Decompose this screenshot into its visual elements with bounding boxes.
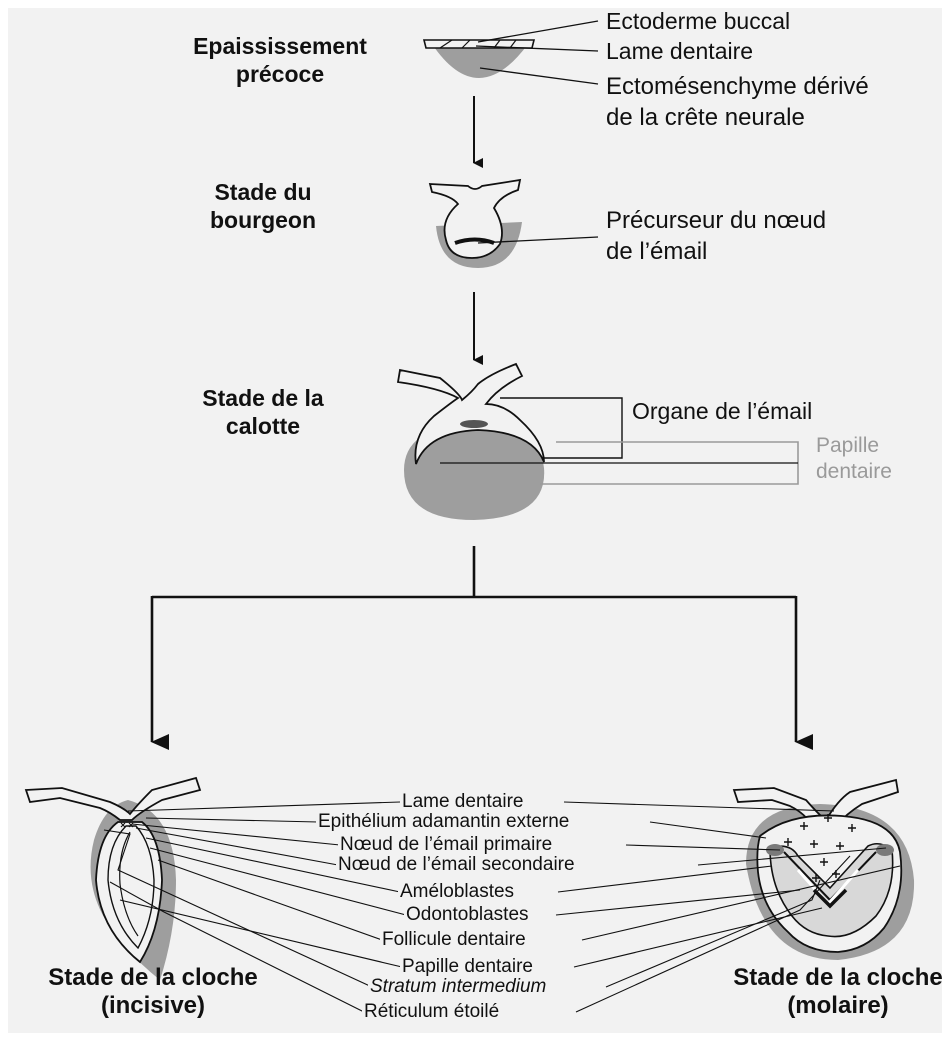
stage-title-bell-molar: Stade de la cloche(molaire)	[733, 964, 943, 1019]
stage-title-bell-incisor: Stade de la cloche(incisive)	[48, 964, 258, 1019]
label-bell-outer-enamel-epithelium: Epithélium adamantin externe	[316, 811, 572, 833]
label-bell-secondary-enamel-knot: Nœud de l’émail secondaire	[336, 854, 577, 876]
label-bell-ameloblasts: Améloblastes	[398, 881, 517, 903]
bell-incisor-drawing	[24, 776, 202, 980]
molar-leader-lines	[555, 801, 901, 1013]
label-bell-dental-lamina: Lame dentaire	[400, 791, 526, 813]
bell-molar-drawing	[732, 778, 915, 960]
bud-stage-drawing	[428, 178, 599, 268]
label-bell-primary-enamel-knot: Nœud de l’émail primaire	[338, 834, 555, 856]
incisor-leader-lines	[103, 801, 407, 1013]
early-thickening-drawing	[422, 20, 599, 85]
label-bell-stratum-intermedium: Stratum intermedium	[368, 976, 549, 998]
label-buccal-ectoderm: Ectoderme buccal	[606, 8, 791, 34]
label-enamel-organ: Organe de l’émail	[632, 398, 813, 424]
label-bell-odontoblasts: Odontoblastes	[404, 904, 531, 926]
label-dental-lamina-top: Lame dentaire	[606, 38, 754, 64]
label-bell-dental-follicle: Follicule dentaire	[380, 929, 528, 951]
branch-arrows	[150, 546, 813, 750]
label-bell-stellate-reticulum: Réticulum étoilé	[362, 1001, 502, 1023]
cap-stage-drawing	[396, 362, 799, 520]
label-bell-dental-papilla: Papille dentaire	[400, 956, 535, 978]
